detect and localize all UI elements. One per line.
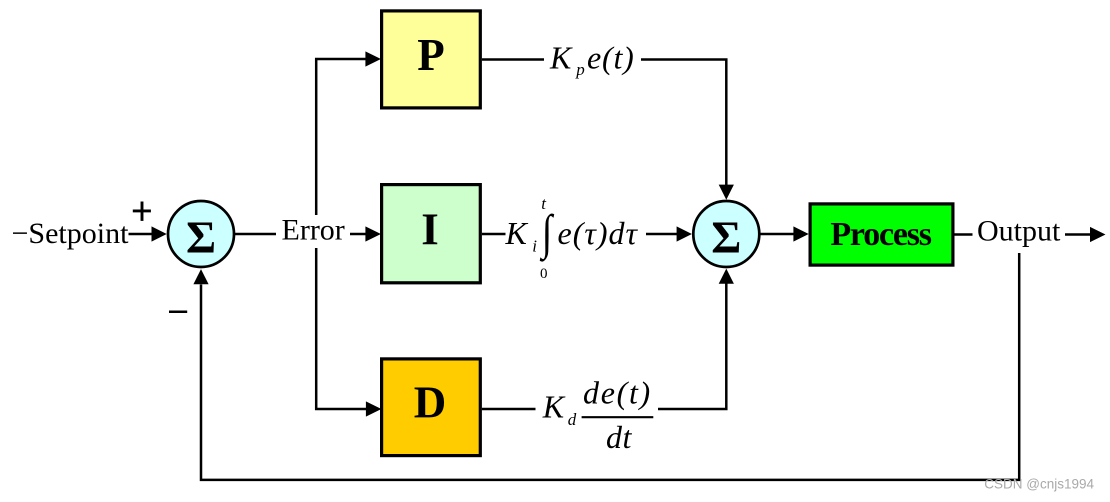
- svg-text:0: 0: [540, 266, 548, 282]
- svg-text:p: p: [575, 60, 585, 79]
- svg-text:dt: dt: [606, 419, 633, 455]
- svg-text:D: D: [414, 378, 447, 428]
- svg-text:Σ: Σ: [711, 212, 741, 263]
- svg-text:e(t): e(t): [587, 39, 635, 75]
- svg-text:i: i: [532, 237, 537, 256]
- svg-text:−Setpoint: −Setpoint: [12, 217, 130, 250]
- svg-text:Σ: Σ: [186, 212, 216, 263]
- svg-text:P: P: [417, 30, 445, 80]
- svg-text:∫: ∫: [539, 205, 555, 262]
- svg-text:d: d: [568, 410, 577, 429]
- svg-text:e(τ)dτ: e(τ)dτ: [558, 215, 639, 251]
- svg-text:K: K: [505, 215, 529, 251]
- svg-text:CSDN @cnjs1994: CSDN @cnjs1994: [984, 477, 1094, 492]
- svg-text:Error: Error: [282, 214, 345, 247]
- svg-text:Process: Process: [830, 216, 931, 253]
- svg-text:t: t: [541, 194, 547, 213]
- svg-text:I: I: [421, 204, 439, 254]
- svg-text:K: K: [542, 389, 566, 425]
- svg-text:K: K: [549, 39, 573, 75]
- svg-text:de(t): de(t): [583, 375, 652, 411]
- svg-text:Output: Output: [977, 215, 1061, 248]
